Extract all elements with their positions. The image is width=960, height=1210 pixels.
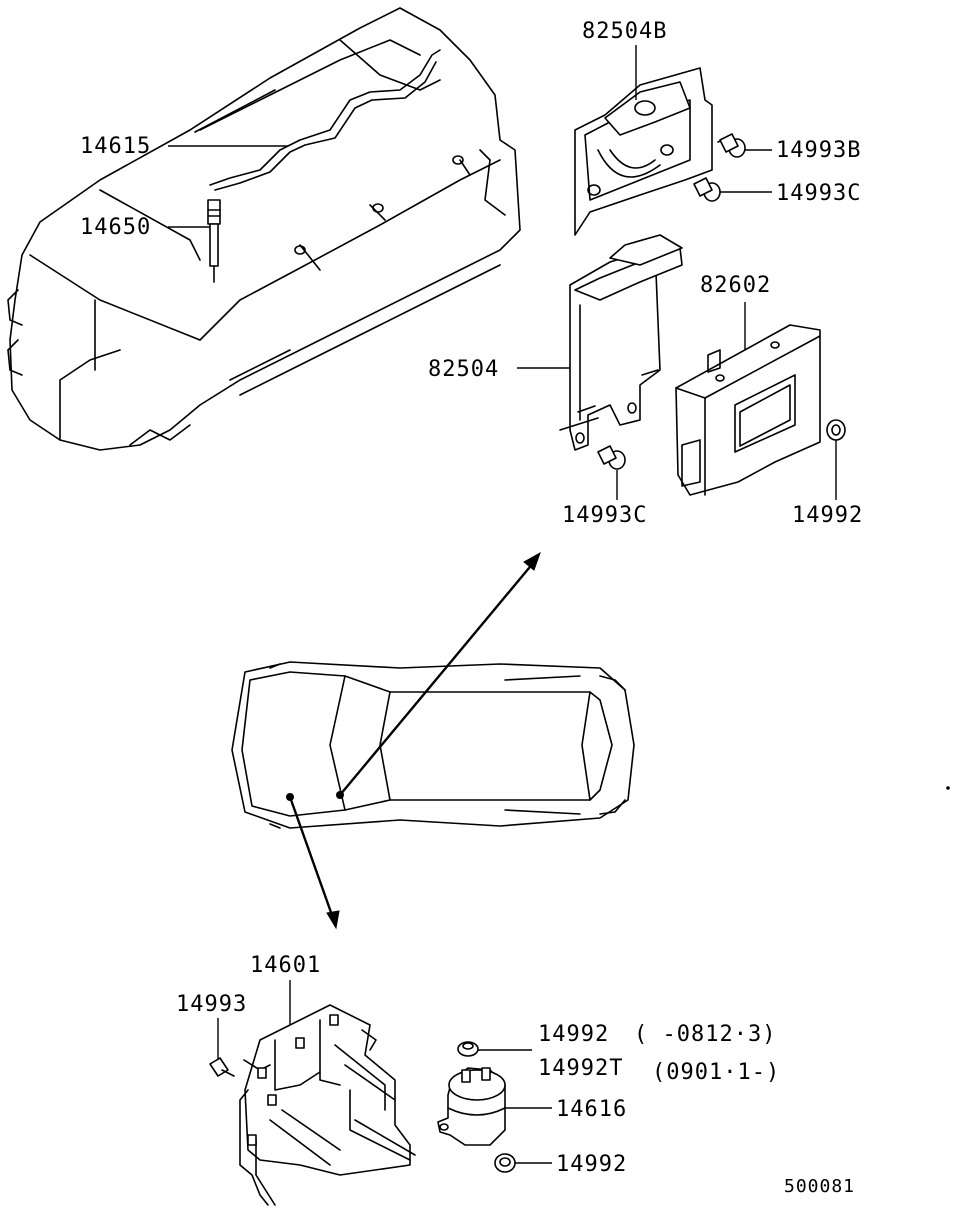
label-82602: 82602 bbox=[700, 273, 771, 298]
pointer-arrow-upper bbox=[336, 551, 541, 799]
screw-14993 bbox=[209, 1057, 235, 1077]
label-14650: 14650 bbox=[80, 215, 151, 240]
label-14992-bottom: 14992 bbox=[556, 1152, 627, 1177]
label-14992-right: 14992 bbox=[792, 503, 863, 528]
label-14993B: 14993B bbox=[776, 138, 861, 163]
nut-14992-right bbox=[826, 419, 846, 441]
label-82504: 82504 bbox=[428, 357, 499, 382]
label-14601: 14601 bbox=[250, 953, 321, 978]
engine-block bbox=[7, 7, 521, 451]
label-14992-a: 14992 bbox=[538, 1022, 609, 1047]
bracket-82504B bbox=[574, 67, 713, 236]
control-unit-82602 bbox=[675, 324, 821, 496]
label-14993: 14993 bbox=[176, 992, 247, 1017]
bracket-14601 bbox=[239, 1004, 416, 1206]
vehicle-top-view bbox=[231, 661, 635, 829]
screw-14993B bbox=[717, 133, 746, 158]
glow-relay-14616 bbox=[437, 1067, 506, 1146]
label-14993C-top: 14993C bbox=[776, 181, 861, 206]
nut-14992-bottom bbox=[494, 1153, 516, 1173]
screw-14993C-top bbox=[693, 177, 721, 202]
label-82504B: 82504B bbox=[582, 19, 667, 44]
label-14616: 14616 bbox=[556, 1097, 627, 1122]
label-14993C-bottom: 14993C bbox=[562, 503, 647, 528]
leader-lines bbox=[168, 45, 837, 1164]
label-14992T: 14992T bbox=[538, 1056, 623, 1081]
diagram-id: 500081 bbox=[784, 1176, 855, 1197]
stray-dot bbox=[946, 786, 950, 790]
nut-14992-top bbox=[457, 1041, 479, 1057]
label-14992T-range: (0901·1-) bbox=[652, 1060, 780, 1085]
label-14992-a-range: ( -0812·3) bbox=[634, 1022, 776, 1047]
pointer-arrow-lower bbox=[286, 793, 340, 930]
label-14615: 14615 bbox=[80, 134, 151, 159]
screw-14993C-bottom bbox=[597, 445, 626, 470]
bracket-82504 bbox=[559, 234, 683, 451]
glow-plug bbox=[207, 199, 221, 283]
